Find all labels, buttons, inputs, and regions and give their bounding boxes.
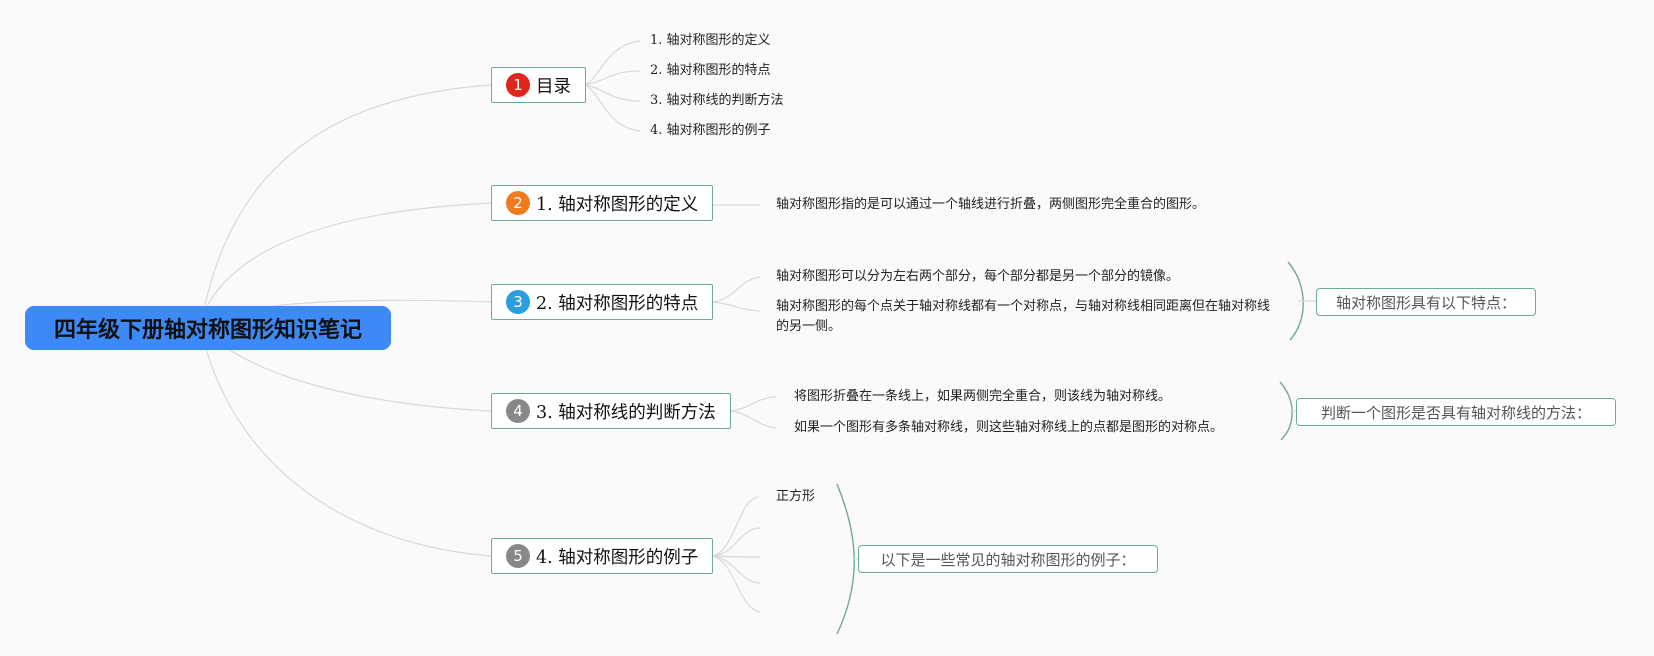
judge-item[interactable]: 将图形折叠在一条线上，如果两侧完全重合，则该线为轴对称线。 (794, 389, 1172, 404)
summary-features[interactable]: 轴对称图形具有以下特点： (1316, 288, 1536, 316)
badge-1-icon: 1 (506, 73, 530, 97)
feature-item[interactable]: 轴对称图形的每个点关于轴对称线都有一个对称点，与轴对称线相同距离但在轴对称线的另… (776, 299, 1271, 334)
topic-label: 2. 轴对称图形的特点 (536, 293, 699, 314)
toc-item[interactable]: 1. 轴对称图形的定义 (650, 33, 771, 48)
badge-4-icon: 4 (506, 399, 530, 423)
summary-judge[interactable]: 判断一个图形是否具有轴对称线的方法： (1296, 398, 1616, 426)
toc-item[interactable]: 3. 轴对称线的判断方法 (650, 93, 784, 108)
topic-definition[interactable]: 2 1. 轴对称图形的定义 (491, 185, 713, 221)
topic-examples[interactable]: 5 4. 轴对称图形的例子 (491, 538, 713, 574)
topic-toc[interactable]: 1 目录 (491, 67, 586, 103)
feature-item[interactable]: 轴对称图形可以分为左右两个部分，每个部分都是另一个部分的镜像。 (776, 269, 1180, 284)
toc-item[interactable]: 2. 轴对称图形的特点 (650, 63, 771, 78)
root-title: 四年级下册轴对称图形知识笔记 (53, 318, 362, 343)
topic-judge[interactable]: 4 3. 轴对称线的判断方法 (491, 393, 731, 429)
toc-item[interactable]: 4. 轴对称图形的例子 (650, 123, 771, 138)
topic-features[interactable]: 3 2. 轴对称图形的特点 (491, 284, 713, 320)
judge-item[interactable]: 如果一个图形有多条轴对称线，则这些轴对称线上的点都是图形的对称点。 (794, 420, 1224, 435)
badge-5-icon: 5 (506, 544, 530, 568)
topic-label: 3. 轴对称线的判断方法 (536, 402, 716, 423)
topic-label: 4. 轴对称图形的例子 (536, 547, 699, 568)
topic-label: 1. 轴对称图形的定义 (536, 194, 699, 215)
root-topic[interactable]: 四年级下册轴对称图形知识笔记 (25, 306, 391, 350)
example-item[interactable]: 正方形 (776, 489, 816, 504)
definition-text[interactable]: 轴对称图形指的是可以通过一个轴线进行折叠，两侧图形完全重合的图形。 (776, 197, 1206, 212)
summary-examples[interactable]: 以下是一些常见的轴对称图形的例子： (858, 545, 1158, 573)
topic-label: 目录 (536, 76, 571, 97)
badge-2-icon: 2 (506, 191, 530, 215)
badge-3-icon: 3 (506, 290, 530, 314)
